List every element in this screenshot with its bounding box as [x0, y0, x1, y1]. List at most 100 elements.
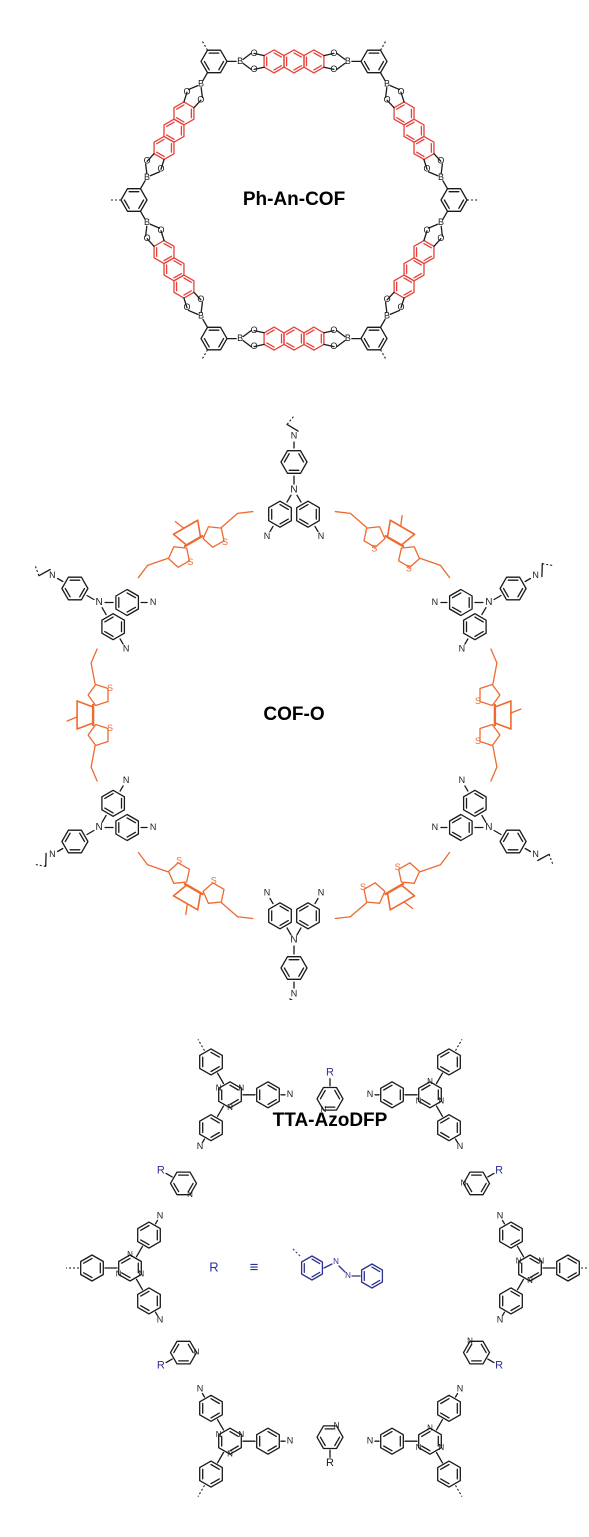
phenyl-ring [115, 588, 140, 617]
imine-nitrogen: N [459, 775, 466, 785]
imine-double-bond [38, 568, 51, 577]
o-b-bond [149, 223, 161, 229]
boron-atom: B [144, 172, 150, 182]
bridge-bond [183, 882, 204, 896]
amine-nitrogen: N [290, 935, 297, 946]
imine-nitrogen: N [432, 597, 439, 607]
ring-double-bond [285, 342, 295, 348]
anthracene-ring [303, 326, 325, 351]
thiophene-linker: SS [137, 851, 254, 920]
imine-double-bond [137, 564, 149, 579]
tta-azodfp-title: TTA-AzoDFP [273, 1110, 388, 1131]
substituent-legend: R ≡ NN [209, 1247, 384, 1289]
thiophene-linker: SS [137, 510, 254, 579]
anthracene-ring [153, 239, 175, 265]
ring-double-bond [283, 967, 290, 977]
triazine-nitrogen: N [516, 1257, 522, 1266]
o-b-bond [440, 225, 444, 237]
ring-double-bond [83, 1272, 93, 1279]
oxygen-atom: O [144, 156, 151, 166]
imine-double-bond [439, 564, 451, 579]
oxygen-atom: O [397, 87, 404, 97]
imine-double-bond [236, 510, 254, 515]
triazine-nitrogen: N [227, 1449, 233, 1458]
phenyl-ring [256, 1081, 280, 1109]
legend-r-symbol: R [209, 1259, 218, 1274]
ring-double-bond [229, 1430, 239, 1438]
oxygen-atom: O [437, 233, 444, 243]
phenyl-node-ring [440, 188, 468, 212]
vinyl-bond [90, 745, 96, 768]
vinyl-bond [146, 557, 169, 567]
c-c-bond [516, 1245, 525, 1258]
c-o-bond [323, 52, 335, 57]
c-r-bond [487, 1358, 495, 1364]
ring-double-bond [104, 616, 114, 623]
azo-nitrogen: N [345, 1271, 351, 1280]
imine-nitrogen: N [532, 849, 539, 859]
sulfur-atom: S [406, 563, 412, 573]
ring-outline [437, 1394, 461, 1422]
methyl-bond [400, 514, 403, 527]
o-b-bond [144, 225, 148, 237]
network-continuation-bond [380, 349, 387, 361]
ring-double-bond [403, 277, 413, 283]
c-n-bond [154, 1311, 159, 1317]
c-n-bond [501, 1311, 506, 1317]
ring-double-bond [383, 1430, 393, 1438]
ring-double-bond [64, 832, 71, 843]
ring-double-bond [140, 1224, 150, 1231]
ring-double-bond [285, 329, 295, 335]
ring-double-bond [517, 587, 524, 598]
ring-outline [296, 500, 320, 528]
c-n-bond [119, 785, 124, 792]
ring-double-bond [299, 503, 309, 511]
c-n-bond [269, 897, 274, 905]
ring-double-bond [410, 108, 413, 119]
ring-outline [448, 813, 473, 842]
ring-outline [199, 1114, 223, 1142]
boron-atom: B [198, 78, 204, 88]
anthracene-ring [153, 135, 175, 161]
ring-outline [115, 588, 140, 617]
c-o-bond [253, 329, 265, 334]
vinyl-bond [146, 864, 169, 873]
triazine-ring [218, 1081, 242, 1109]
c-n-bond [323, 1263, 333, 1269]
n-c-bond [296, 927, 302, 936]
vinyl-bond [349, 902, 368, 918]
r-substituent: R [157, 1360, 165, 1372]
ring-double-bond [279, 905, 289, 912]
ring-double-bond [415, 247, 418, 257]
phenyl-ring [499, 1221, 523, 1249]
pyridine-ring [316, 1086, 344, 1111]
c-o-bond [146, 153, 155, 162]
ring-double-bond [440, 1398, 450, 1405]
ring-outline [169, 1340, 198, 1365]
ring-outline [462, 1171, 491, 1196]
pyridine-nitrogen: N [194, 1348, 200, 1357]
ring-double-bond [273, 65, 283, 71]
ring-outline [218, 1427, 242, 1455]
anthracene-ring [393, 274, 415, 299]
ring-double-bond [440, 1412, 450, 1419]
oxygen-atom: O [330, 341, 337, 351]
pyridine-ring [169, 1340, 198, 1365]
vinyl-bond [492, 662, 498, 685]
ring-outline [499, 829, 527, 854]
c-c-bond [216, 1105, 225, 1118]
ring-double-bond [502, 832, 509, 843]
c-n-bond [454, 1392, 459, 1398]
ring-double-bond [104, 807, 114, 814]
phenyl-ring [448, 813, 473, 842]
n-c-bond [493, 829, 502, 836]
bridge-bond [76, 722, 94, 730]
oxygen-atom: O [384, 95, 391, 105]
imine-double-bond [490, 766, 498, 782]
